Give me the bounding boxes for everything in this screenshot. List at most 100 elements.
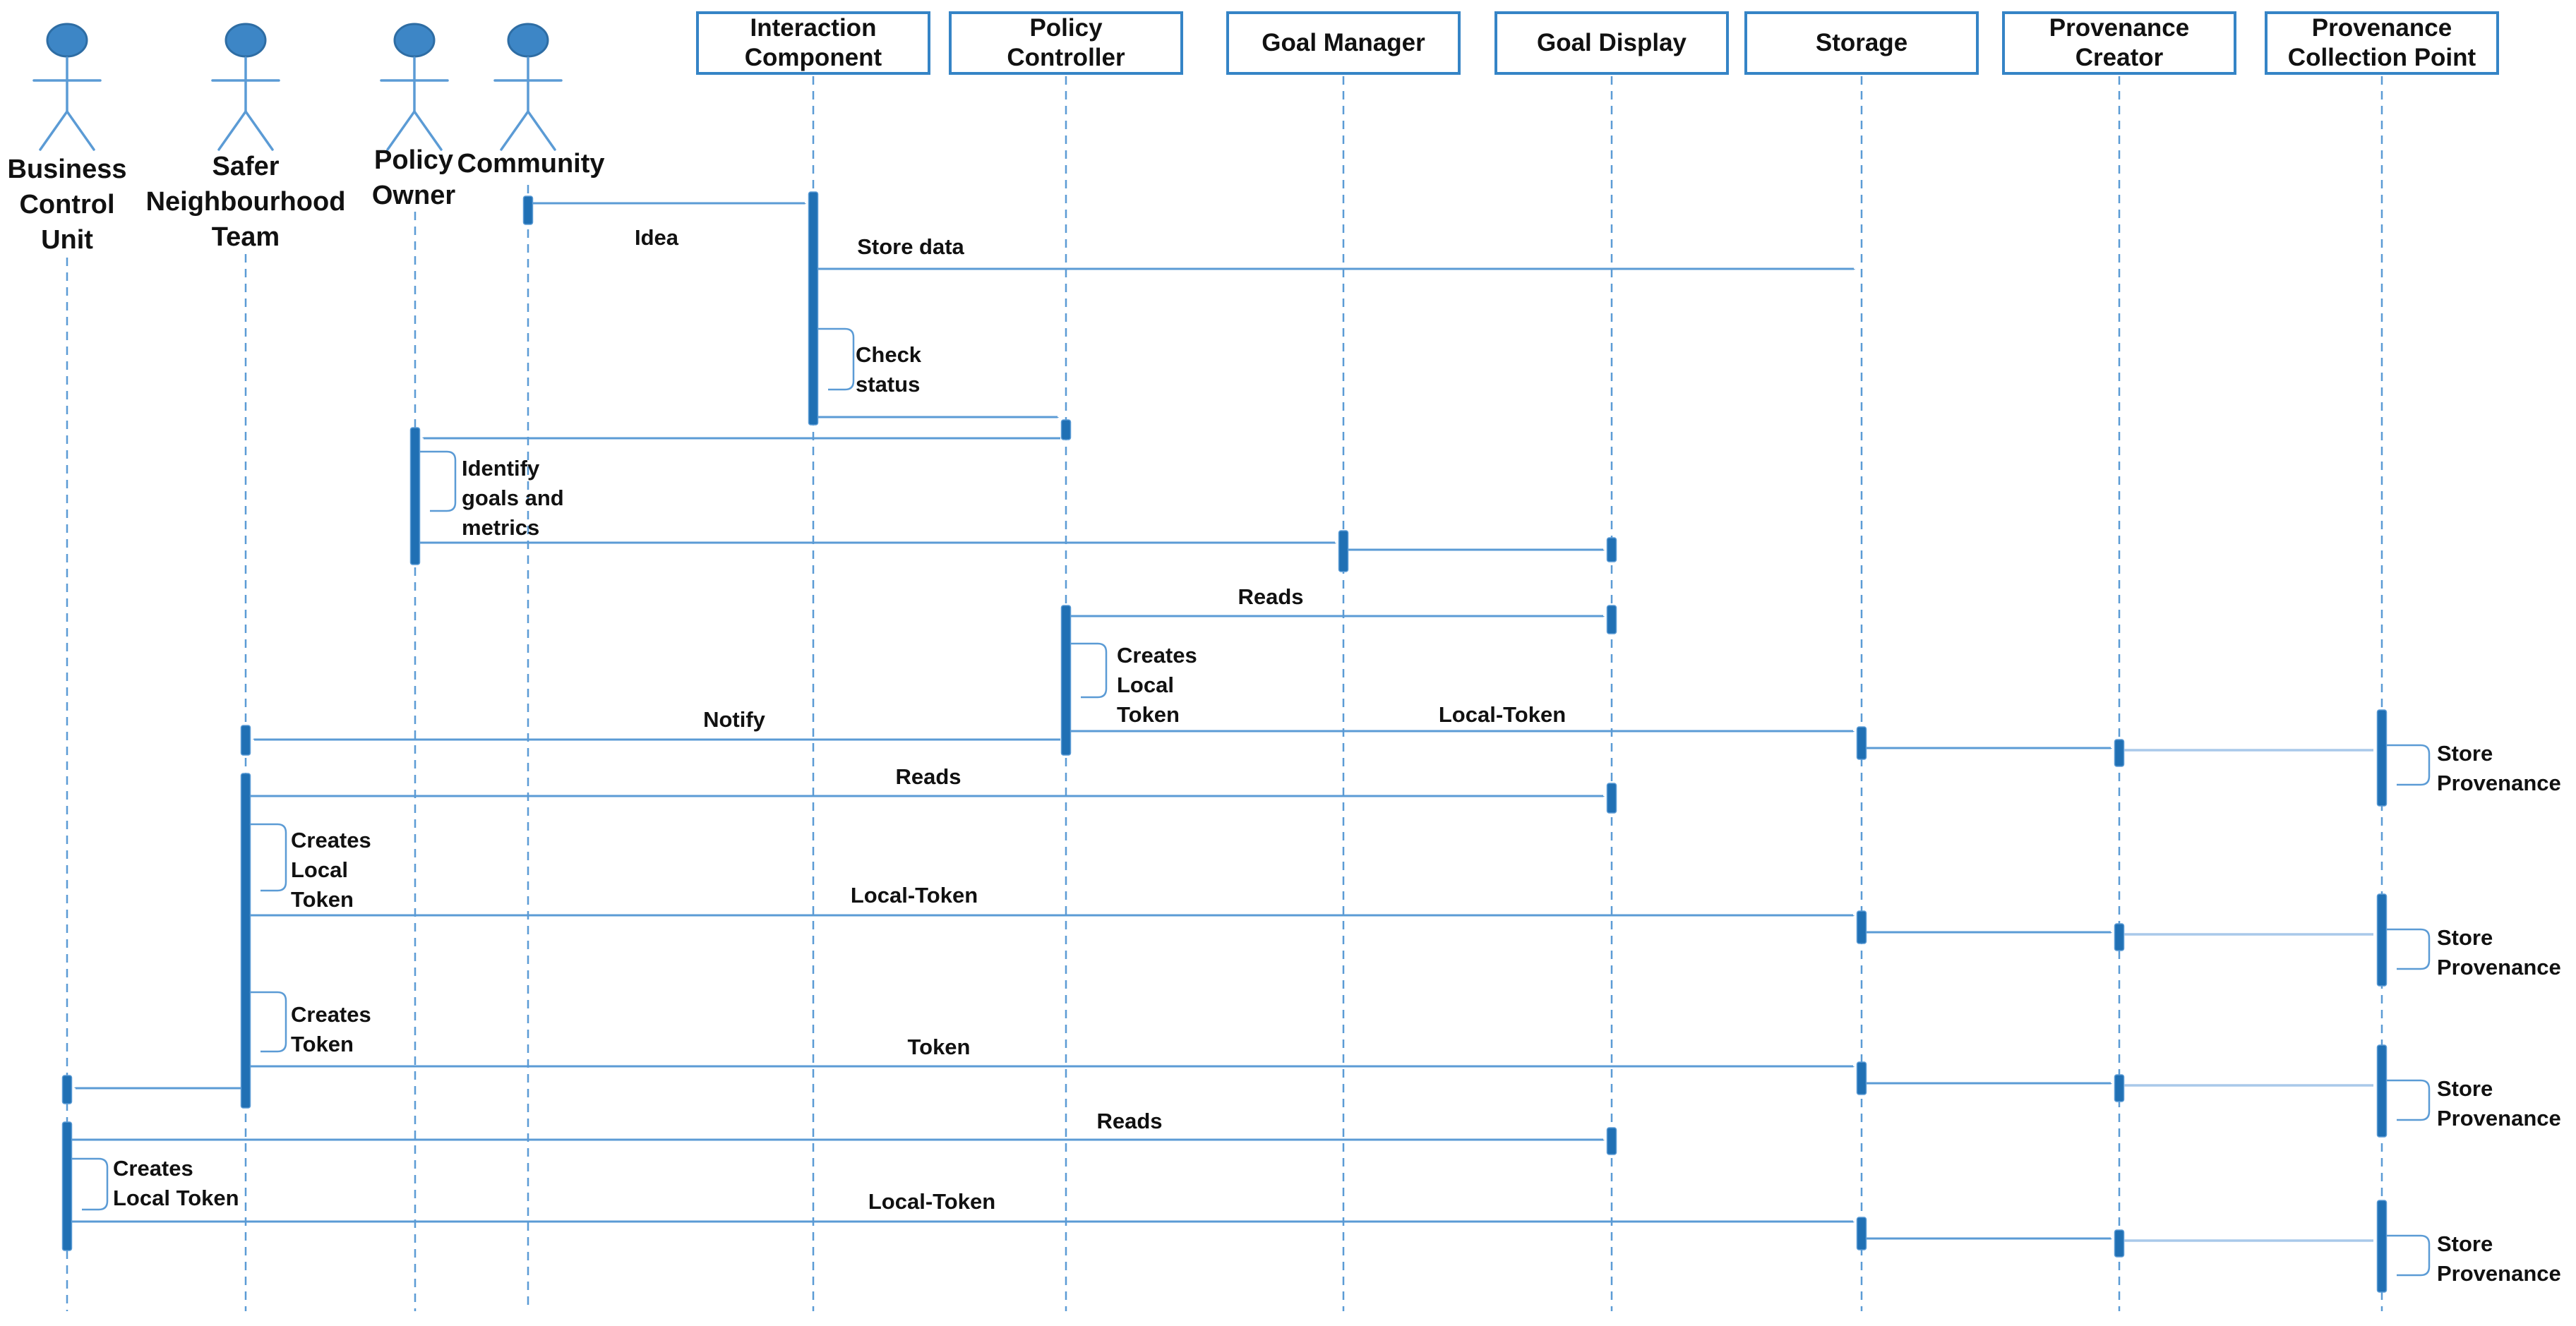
self-call-label-line: Creates xyxy=(113,1156,193,1181)
self-call-store-provenance-3 xyxy=(2387,1079,2431,1121)
actor-figure-business-control-unit xyxy=(32,23,102,151)
activation-bar xyxy=(409,427,421,565)
component-goal-display: Goal Display xyxy=(1494,11,1729,75)
message-label-reads-1: Reads xyxy=(1238,584,1304,609)
self-call-label-line: Token xyxy=(1117,702,1180,727)
actor-label-line: Team xyxy=(211,222,280,252)
self-call-check-status xyxy=(818,327,855,391)
activation-bar xyxy=(2114,923,2125,951)
component-label: Storage xyxy=(1815,29,1908,56)
self-call-label-creates-local-token-bcu: Creates Local Token xyxy=(113,1154,239,1213)
component-label: Controller xyxy=(1007,44,1125,71)
message-label-reads-2: Reads xyxy=(895,764,961,789)
activation-bar xyxy=(2376,1044,2388,1138)
self-call-label-line: Token xyxy=(291,1032,354,1056)
activation-bar xyxy=(2114,1229,2125,1258)
activation-bar xyxy=(61,1075,73,1104)
message-label-local-token-2: Local-Token xyxy=(850,883,978,908)
message-arrows xyxy=(72,202,2373,1241)
self-call-label-line: Identify xyxy=(462,456,540,481)
activation-bar xyxy=(522,195,534,225)
activation-bar xyxy=(1606,1127,1617,1155)
self-call-label-line: goals and xyxy=(462,486,564,510)
message-label-idea: Idea xyxy=(634,225,679,250)
self-call-store-provenance-1 xyxy=(2387,744,2431,786)
actor-label-safer-neighbourhood-team: Safer Neighbourhood Team xyxy=(146,149,346,255)
activation-bar xyxy=(2376,1200,2388,1293)
activation-bar xyxy=(2114,1074,2125,1102)
activation-bar xyxy=(1856,910,1867,944)
activation-bar xyxy=(2114,739,2125,767)
self-call-label-store-provenance-4: Store Provenance xyxy=(2437,1229,2561,1289)
activation-bars xyxy=(61,191,2388,1293)
self-call-label-creates-local-token-snt: Creates Local Token xyxy=(291,826,371,915)
component-label: Goal Manager xyxy=(1262,29,1425,56)
message-label-reads-3: Reads xyxy=(1096,1109,1163,1133)
self-call-creates-token xyxy=(251,991,287,1053)
self-call-creates-local-token-bcu xyxy=(72,1157,109,1211)
self-call-label-identify-goals: Identify goals and metrics xyxy=(462,454,564,543)
self-call-label-line: Provenance xyxy=(2437,771,2561,795)
self-call-label-line: Local Token xyxy=(113,1186,239,1210)
actor-label-line: Control xyxy=(19,190,115,219)
self-call-label-line: Token xyxy=(291,887,354,912)
self-call-label-line: Check xyxy=(856,342,922,367)
activation-bar xyxy=(1856,726,1867,760)
self-call-store-provenance-2 xyxy=(2387,928,2431,970)
self-call-label-line: metrics xyxy=(462,515,540,540)
activation-bar xyxy=(1606,537,1617,562)
component-label: Provenance xyxy=(2049,14,2190,42)
self-call-label-line: status xyxy=(856,372,921,397)
activation-bar xyxy=(1856,1217,1867,1250)
activation-bar xyxy=(1856,1061,1867,1095)
self-call-label-store-provenance-3: Store Provenance xyxy=(2437,1074,2561,1133)
component-provenance-creator: Provenance Creator xyxy=(2002,11,2236,75)
message-label-local-token-1: Local-Token xyxy=(1438,702,1566,727)
lifelines xyxy=(66,76,2383,1311)
actor-label-line: Owner xyxy=(371,181,456,210)
activation-bar xyxy=(1606,605,1617,634)
self-call-store-provenance-4 xyxy=(2387,1234,2431,1277)
message-label-token: Token xyxy=(907,1035,971,1059)
actor-figure-safer-neighbourhood-team xyxy=(211,23,280,151)
component-label: Creator xyxy=(2075,44,2164,71)
self-call-label-line: Store xyxy=(2437,1076,2493,1101)
activation-bar xyxy=(1606,783,1617,814)
activation-bar xyxy=(2376,709,2388,807)
self-call-label-line: Creates xyxy=(1117,643,1197,668)
component-label: Provenance xyxy=(2311,14,2452,42)
self-call-creates-local-token-snt xyxy=(251,823,287,892)
self-call-label-line: Store xyxy=(2437,925,2493,950)
self-call-brackets xyxy=(72,327,2431,1277)
actor-head-icon xyxy=(507,23,549,58)
component-policy-controller: Policy Controller xyxy=(949,11,1183,75)
activation-bar xyxy=(2376,893,2388,987)
actor-label-community: Community xyxy=(457,146,605,181)
activation-bar xyxy=(808,191,819,426)
actor-label-line: Neighbourhood xyxy=(145,187,346,217)
activation-bar xyxy=(240,773,251,1109)
component-storage: Storage xyxy=(1744,11,1979,75)
actor-label-line: Safer xyxy=(212,152,280,181)
component-label: Collection Point xyxy=(2287,44,2476,71)
activation-bar xyxy=(1060,419,1072,440)
message-label-store-data: Store data xyxy=(857,234,964,259)
self-call-label-line: Provenance xyxy=(2437,955,2561,980)
self-call-label-creates-token: Creates Token xyxy=(291,1000,371,1059)
self-call-label-check-status: Check status xyxy=(856,340,921,399)
actor-label-line: Community xyxy=(457,149,605,179)
self-call-label-line: Local xyxy=(291,857,348,882)
actor-head-icon xyxy=(393,23,436,58)
actor-label-line: Policy xyxy=(374,145,453,175)
component-label: Policy xyxy=(1029,14,1103,42)
actor-figures xyxy=(32,23,563,151)
actor-head-icon xyxy=(224,23,267,58)
component-provenance-collection-point: Provenance Collection Point xyxy=(2265,11,2499,75)
self-call-label-line: Local xyxy=(1117,673,1174,697)
actor-figure-community xyxy=(493,23,563,151)
activation-bar xyxy=(1060,605,1072,756)
activation-bar xyxy=(1338,530,1349,572)
activation-bar xyxy=(240,725,251,756)
actor-figure-policy-owner xyxy=(380,23,449,151)
